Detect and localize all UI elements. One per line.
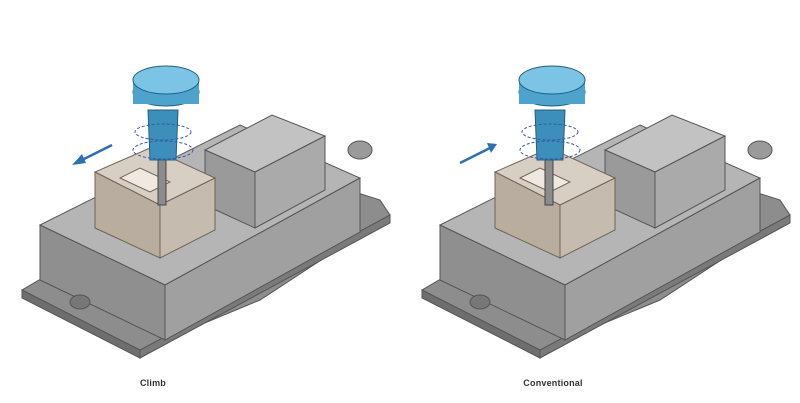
vise-screw	[347, 140, 373, 160]
vise	[20, 114, 391, 359]
chip-swirl	[132, 140, 194, 160]
vise-screw	[747, 140, 773, 160]
feed-arrow	[72, 143, 113, 165]
vise	[420, 114, 791, 359]
chip-swirl	[519, 140, 581, 160]
climb-panel: Climb	[20, 65, 391, 388]
conventional-illustration	[420, 65, 791, 359]
climb-label: Climb	[139, 378, 166, 388]
feed-arrow	[459, 143, 497, 165]
conventional-label: Conventional	[523, 378, 583, 388]
cutting-tool	[518, 65, 586, 206]
cutting-tool	[132, 65, 200, 206]
climb-illustration	[20, 65, 391, 359]
conventional-panel: Conventional	[400, 0, 800, 403]
workpiece	[493, 147, 617, 259]
workpiece	[93, 147, 217, 259]
